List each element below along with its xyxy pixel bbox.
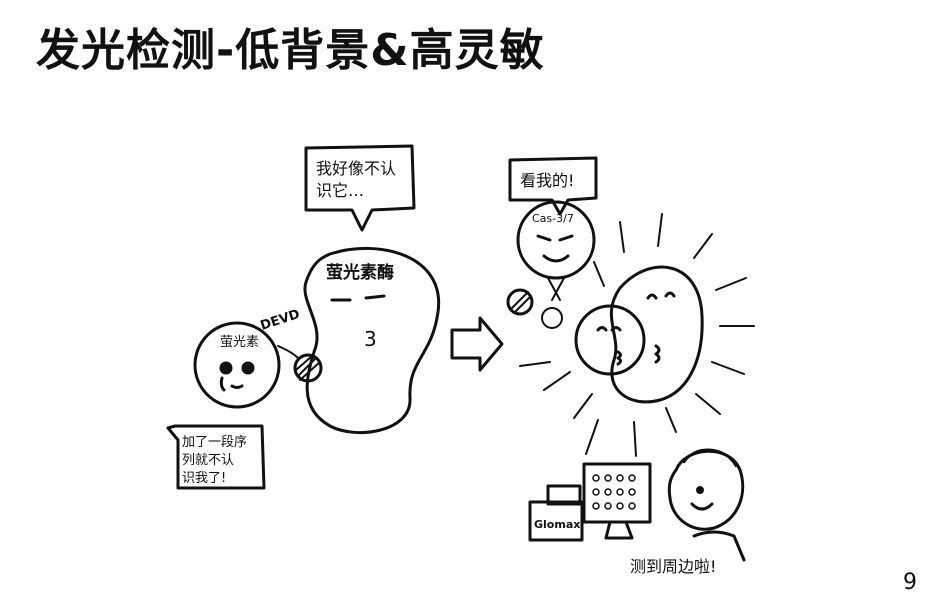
cas-left-eye [536, 234, 552, 242]
speech-bubble-top [304, 144, 416, 232]
cas-enzyme-body [516, 200, 596, 280]
luciferin-label: 萤光素 [220, 335, 259, 350]
bubble-bottom-line3: 识我了! [182, 471, 226, 486]
glow-rays [519, 213, 755, 457]
glomax-label: Glomax [534, 518, 580, 531]
glowing-luciferase [609, 265, 704, 404]
speech-bubble-right [508, 156, 598, 216]
speech-bubble-bottom [166, 424, 266, 490]
luciferase-mouth: 3 [364, 327, 377, 351]
hatched-ball-left [293, 353, 323, 383]
cas-scissors [547, 277, 565, 301]
bubble-top-line2: 识它… [316, 181, 364, 200]
devd-label: DEVD [259, 307, 302, 334]
glomax-instrument [528, 484, 584, 542]
hatched-ball-right [506, 288, 534, 316]
luciferin-body [193, 321, 281, 409]
luciferase-body [303, 246, 441, 434]
page-title: 发光检测-低背景&高灵敏 [36, 25, 545, 76]
luciferase-label: 萤光素酶 [326, 262, 394, 283]
luciferin-right-eye [241, 361, 255, 375]
cas-right-eye [558, 234, 574, 242]
cas-label: Cas-3/7 [532, 212, 574, 225]
luciferin-left-eye [219, 361, 233, 375]
glowing-luciferin [574, 304, 646, 376]
luciferin-tear [219, 376, 226, 392]
luciferase-right-eye [364, 294, 386, 300]
caption-text: 测到周边啦! [630, 557, 716, 576]
bubble-right-text: 看我的! [520, 171, 574, 190]
person [667, 448, 746, 562]
page-number: 9 [903, 570, 917, 595]
cas-smile [542, 254, 570, 263]
arrow-right [450, 316, 504, 372]
luciferin-mouth [230, 384, 244, 389]
monitor [582, 462, 652, 540]
bubble-top-line1: 我好像不认 [316, 159, 396, 178]
bubble-bottom-line1: 加了一段序 [182, 435, 247, 450]
bubble-bottom-line2: 列就不认 [182, 453, 234, 468]
tag-connector [277, 345, 299, 359]
